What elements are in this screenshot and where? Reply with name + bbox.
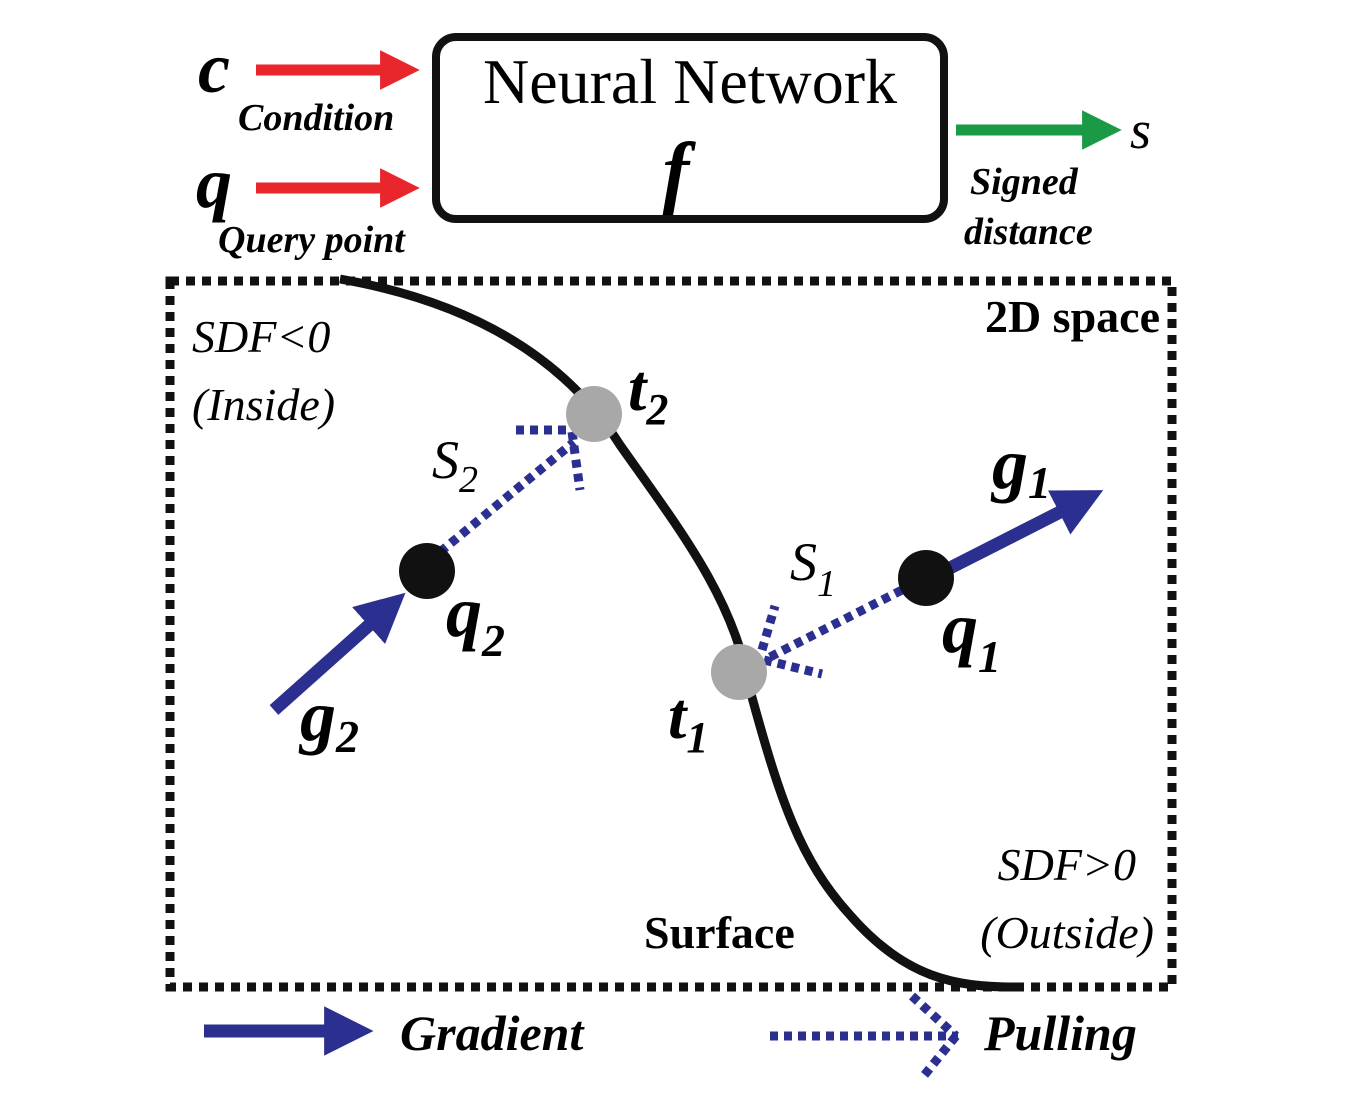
s-symbol: s (1130, 100, 1151, 160)
q-symbol: q (196, 143, 232, 223)
space-title: 2D space (985, 291, 1160, 342)
legend-pulling-label: Pulling (983, 1005, 1137, 1061)
inside-label-2: (Inside) (192, 379, 335, 430)
c-symbol: c (198, 28, 230, 108)
input-q: q Query point (196, 143, 420, 261)
surface-point-t1 (711, 644, 767, 700)
pulling-q1 (757, 585, 905, 679)
query-point-q2 (399, 543, 455, 599)
output-s: s Signed distance (956, 100, 1151, 253)
legend-pulling-symbol (770, 992, 960, 1081)
neural-network-box: Neural Network f (432, 33, 948, 223)
q1-label: q1 (942, 588, 1001, 682)
outside-label-1: SDF>0 (998, 839, 1136, 890)
condition-label: Condition (238, 97, 394, 139)
t1-label: t1 (668, 680, 708, 762)
query-point-label: Query point (218, 219, 406, 261)
signed-distance-label-1: Signed (970, 161, 1079, 203)
q2-label: q2 (446, 572, 505, 666)
inside-label-1: SDF<0 (192, 311, 330, 362)
space-frame (165, 276, 1177, 992)
query-point-q1 (898, 550, 954, 606)
surface-curve (339, 274, 1016, 992)
s1-label: S1 (790, 532, 836, 605)
g1-label: g1 (990, 424, 1051, 508)
legend-gradient-label: Gradient (400, 1005, 585, 1061)
gradient-g2-arrow (269, 592, 406, 715)
outside-label-2: (Outside) (980, 907, 1154, 958)
s2-label: S2 (432, 430, 478, 501)
network-frame (432, 33, 948, 223)
network-title: Neural Network (483, 46, 897, 117)
legend: Gradient Pulling (204, 992, 1137, 1081)
surface-point-t2 (566, 386, 622, 442)
t2-label: t2 (628, 352, 668, 434)
surface-label: Surface (644, 907, 795, 958)
g2-label: g2 (298, 676, 359, 762)
pulling-q2 (437, 425, 585, 556)
gradient-g1-arrow (943, 490, 1104, 576)
input-c: c Condition (198, 28, 420, 139)
signed-distance-label-2: distance (964, 211, 1093, 253)
